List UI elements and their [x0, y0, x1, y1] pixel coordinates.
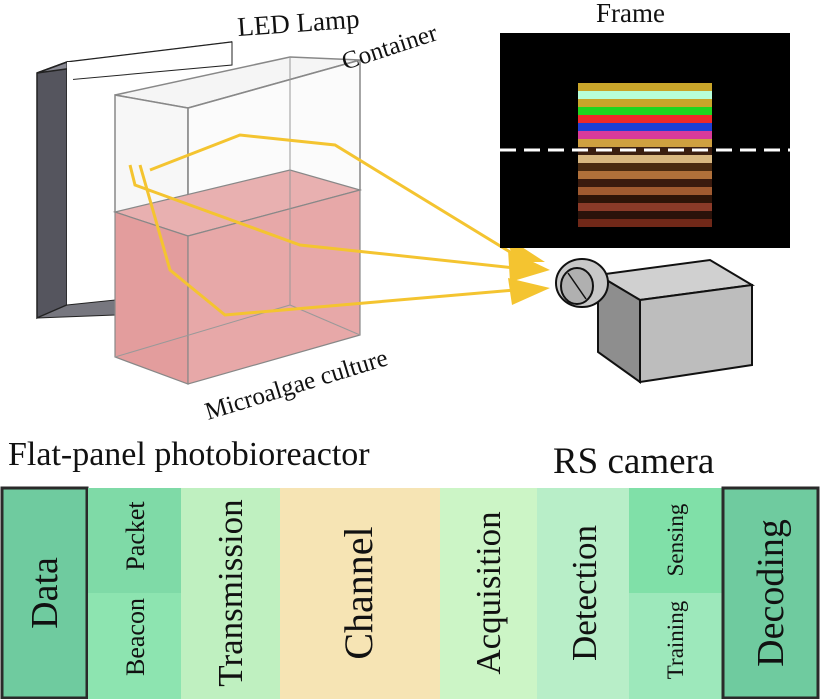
block-acquisition-label: Acquisition	[469, 511, 508, 674]
frame-stripe	[578, 171, 712, 179]
block-training	[629, 593, 722, 699]
block-sensing	[629, 488, 722, 593]
block-decoding-label: Decoding	[750, 519, 792, 667]
frame-stripe	[578, 107, 712, 115]
frame-stripe	[578, 195, 712, 203]
frame-stripe	[578, 131, 712, 139]
camera-icon	[555, 258, 755, 384]
frame-stripe	[578, 187, 712, 195]
block-detection	[537, 488, 629, 699]
block-training-label: Training	[663, 600, 688, 679]
frame-stripe	[578, 123, 712, 131]
block-acquisition	[440, 488, 537, 699]
frame-stripe	[578, 211, 712, 219]
frame-stripe	[578, 83, 712, 91]
frame-stripe	[578, 115, 712, 123]
block-sensing-label: Sensing	[663, 503, 688, 576]
block-beacon	[88, 488, 181, 593]
block-channel-label: Channel	[336, 526, 381, 659]
led-lamp-icon	[36, 41, 233, 320]
frame-stripe	[578, 179, 712, 187]
block-channel	[280, 488, 440, 699]
frame-stripe	[578, 219, 712, 227]
frame-stripe	[578, 99, 712, 107]
camera-label: RS camera	[553, 441, 714, 482]
light-beams	[128, 133, 516, 317]
microalgae-culture	[112, 57, 363, 385]
frame-stripe	[578, 163, 712, 171]
frame-panel	[500, 33, 790, 248]
block-data	[0, 486, 89, 699]
block-beacon-label: Beacon	[121, 598, 150, 676]
block-decoding	[721, 486, 820, 699]
block-data-label: Data	[24, 557, 66, 629]
pipeline-blocks: Data Packet Beacon Transmission Channel …	[0, 486, 820, 699]
block-transmission-label: Transmission	[211, 499, 250, 686]
frame-stripe	[578, 155, 712, 163]
block-detection-label: Detection	[565, 525, 604, 661]
frame-stripe	[578, 91, 712, 99]
block-transmission	[181, 488, 280, 699]
block-beacon-lower	[88, 593, 181, 699]
photobioreactor-label: Flat-panel photobioreactor	[8, 436, 370, 473]
frame-stripes	[578, 83, 712, 227]
frame-stripe	[578, 203, 712, 211]
led-lamp-label: LED Lamp	[236, 4, 360, 42]
frame-stripe	[578, 139, 712, 147]
block-packet-label: Packet	[121, 501, 150, 571]
frame-label: Frame	[596, 0, 665, 28]
